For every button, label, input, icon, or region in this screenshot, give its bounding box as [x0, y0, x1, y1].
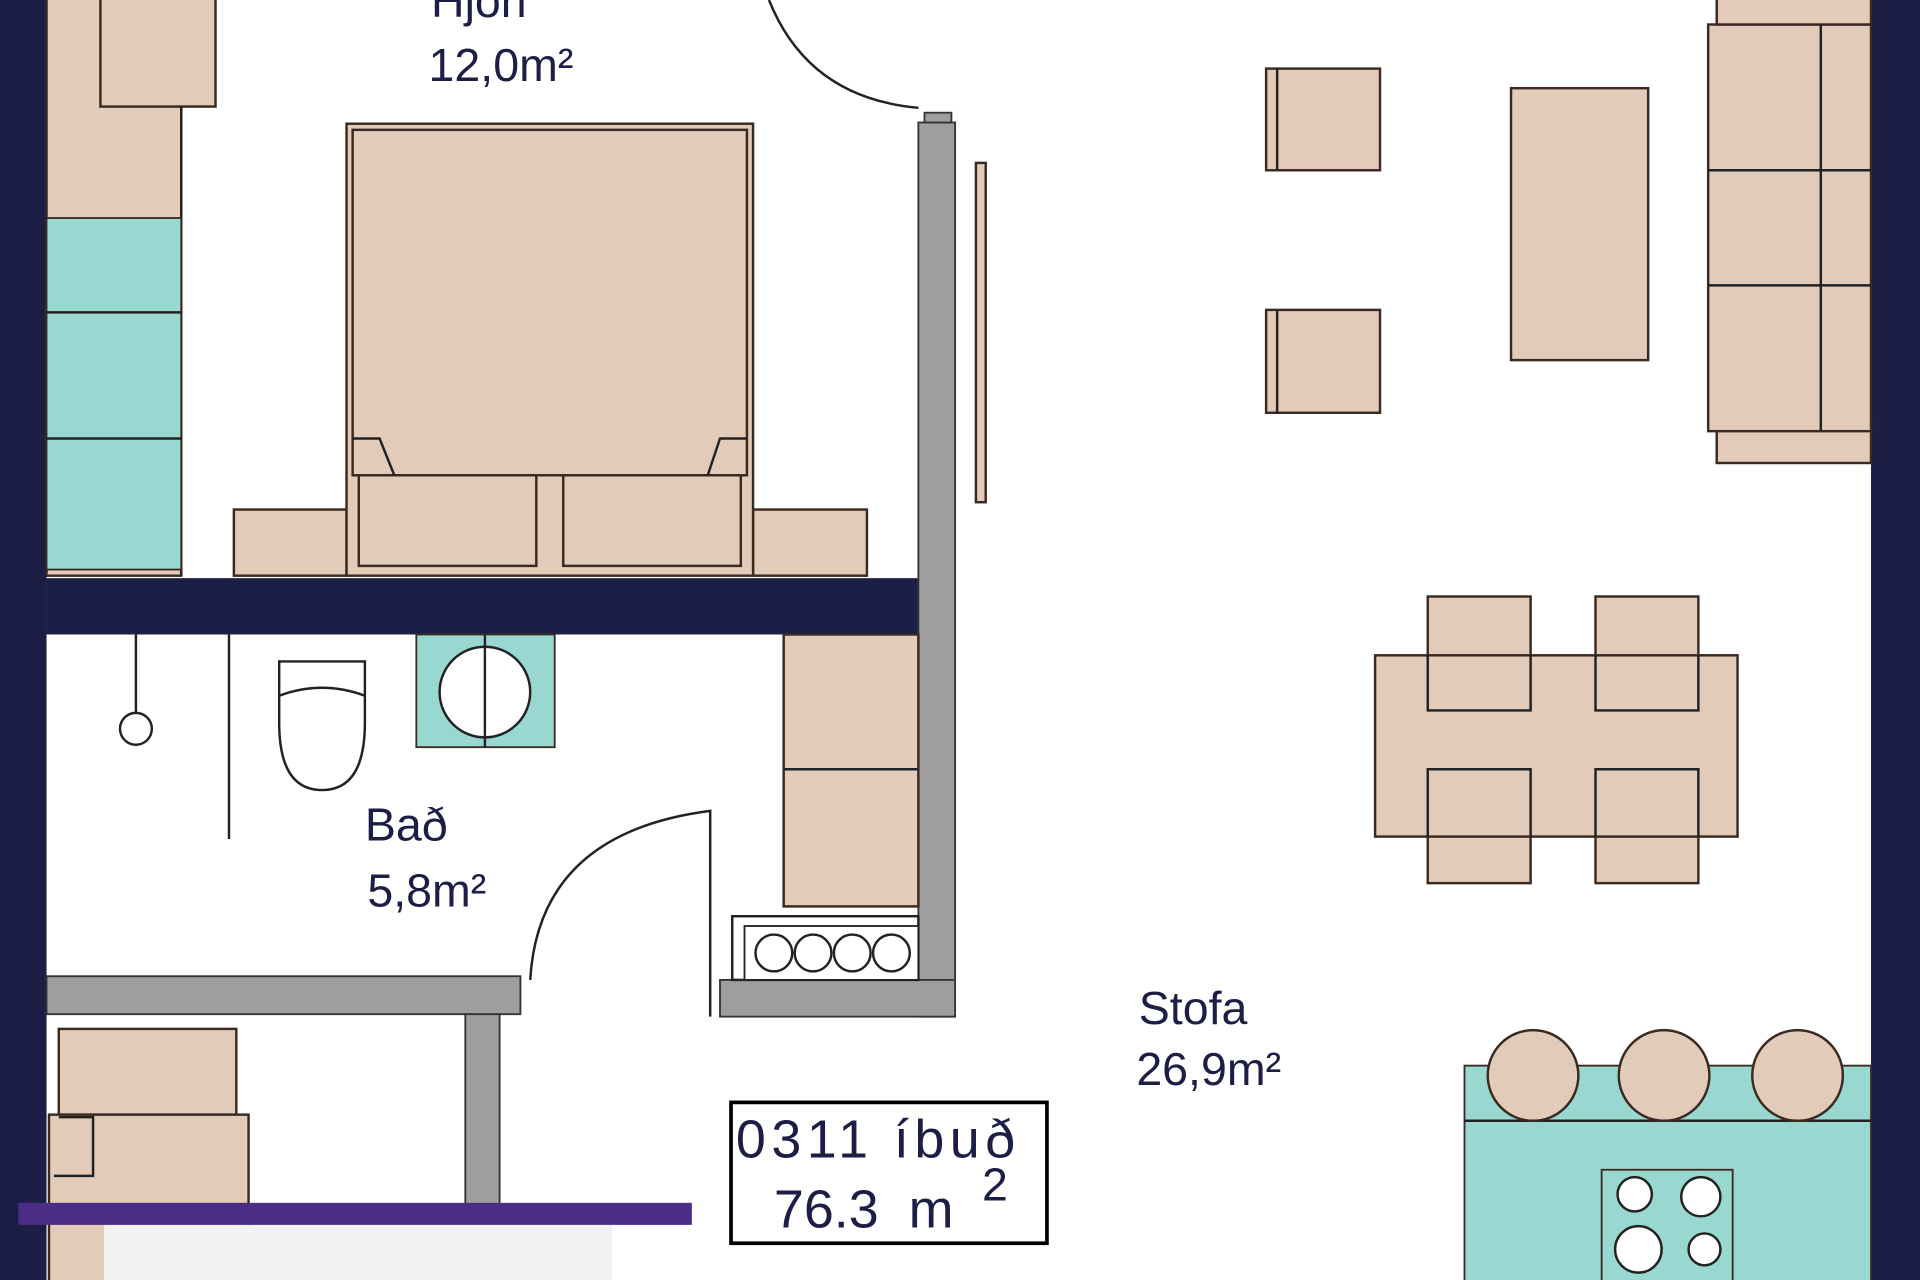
outer-wall-right: [1871, 0, 1920, 1280]
room-area-bad: 5,8m²: [367, 864, 486, 916]
room-name-hjon: Hjón: [431, 0, 527, 27]
room-name-stofa: Stofa: [1139, 982, 1248, 1034]
wall-vertical: [917, 121, 957, 1018]
wall-stub: [464, 1013, 501, 1208]
room-area-hjon: 12,0m²: [429, 39, 574, 91]
kitchen-island: [1463, 1028, 1872, 1280]
unit-area: 76.3 m: [774, 1179, 954, 1239]
purple-bar: [18, 1202, 692, 1225]
room-area-stofa: 26,9m²: [1136, 1043, 1281, 1095]
room-name-bad: Bað: [365, 798, 448, 850]
wardrobe: [45, 0, 217, 577]
unit-label-box: 0311 íbuð 76.3 m 2: [729, 1100, 1049, 1246]
lounge: [1264, 0, 1873, 465]
bed: [232, 122, 869, 577]
dining-set: [1373, 595, 1739, 885]
tv: [974, 161, 987, 504]
bathroom-fixtures: [118, 633, 712, 1017]
door-bath: [528, 809, 712, 1017]
lower-left-furniture: [47, 1027, 613, 1280]
unit-area-superscript: 2: [982, 1158, 1008, 1210]
toilet: [277, 660, 367, 792]
wall-bath-bottom: [45, 975, 522, 1016]
kitchen-cabinets: [731, 633, 920, 982]
wall-kitchen-bottom: [719, 978, 957, 1018]
door-bedroom: [767, 0, 919, 110]
outer-wall-left: [0, 0, 47, 1280]
wall-bedroom-bath: [46, 578, 919, 635]
unit-label: 0311 íbuð: [736, 1110, 1015, 1170]
